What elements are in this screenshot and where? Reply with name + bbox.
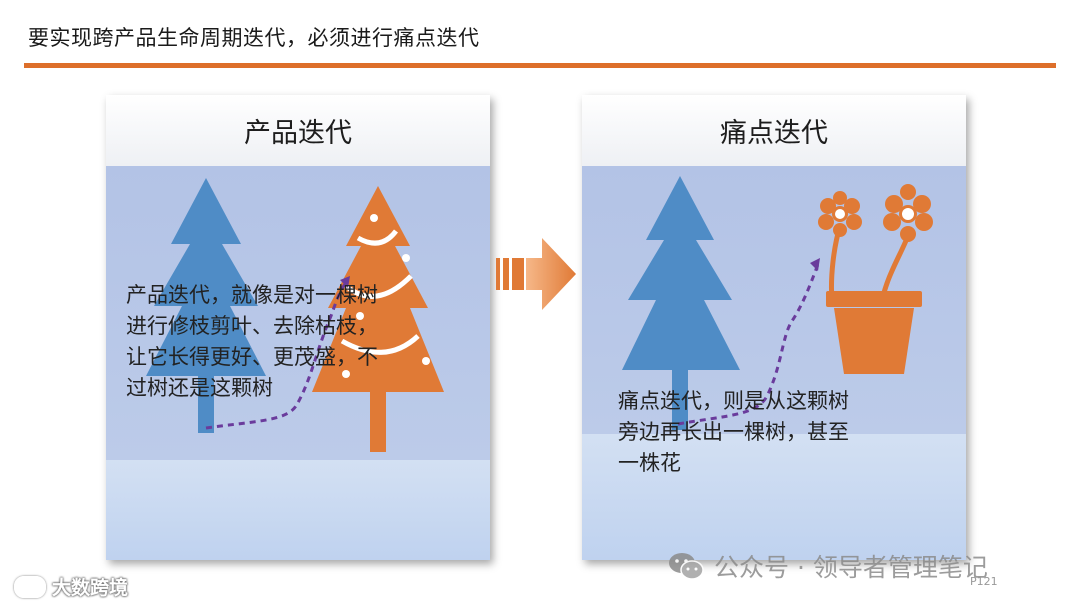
pain-point-iteration-panel: 痛点迭代	[582, 95, 966, 560]
brand-name: 大数跨境	[52, 577, 129, 599]
flower-pot-icon	[818, 184, 933, 374]
watermark-text: 公众号 · 领导者管理笔记	[714, 553, 988, 582]
panel-description: 痛点迭代，则是从这颗树 旁边再长出一棵树，甚至 一株花	[618, 389, 849, 475]
decorated-tree-icon	[312, 186, 444, 452]
title-divider	[24, 63, 1056, 68]
path-arrowhead	[340, 276, 350, 288]
flower-illustration	[622, 176, 933, 430]
growth-path	[677, 263, 820, 426]
arrow-right-icon	[496, 238, 576, 310]
growth-path	[205, 279, 350, 430]
panel-heading: 产品迭代	[106, 95, 490, 166]
product-iteration-panel: 产品迭代	[106, 95, 490, 560]
panel-illustration	[582, 166, 966, 434]
panel-illustration	[106, 166, 490, 460]
panel-heading: 痛点迭代	[582, 95, 966, 166]
watermark: 公众号 · 领导者管理笔记	[668, 548, 988, 584]
tree-icon	[622, 176, 740, 430]
wechat-icon	[669, 553, 704, 580]
tree-illustration	[146, 178, 444, 452]
slide-title: 要实现跨产品生命周期迭代，必须进行痛点迭代	[28, 26, 480, 50]
panel-description: 产品迭代，就像是对一棵树 进行修枝剪叶、去除枯枝， 让它长得更好、更茂盛，不 过…	[126, 283, 378, 400]
brand-logo: 大数跨境	[14, 573, 128, 600]
path-arrowhead	[810, 258, 820, 271]
logo-icon	[14, 575, 46, 598]
tree-icon	[146, 178, 266, 433]
page-number: P121	[970, 575, 998, 588]
